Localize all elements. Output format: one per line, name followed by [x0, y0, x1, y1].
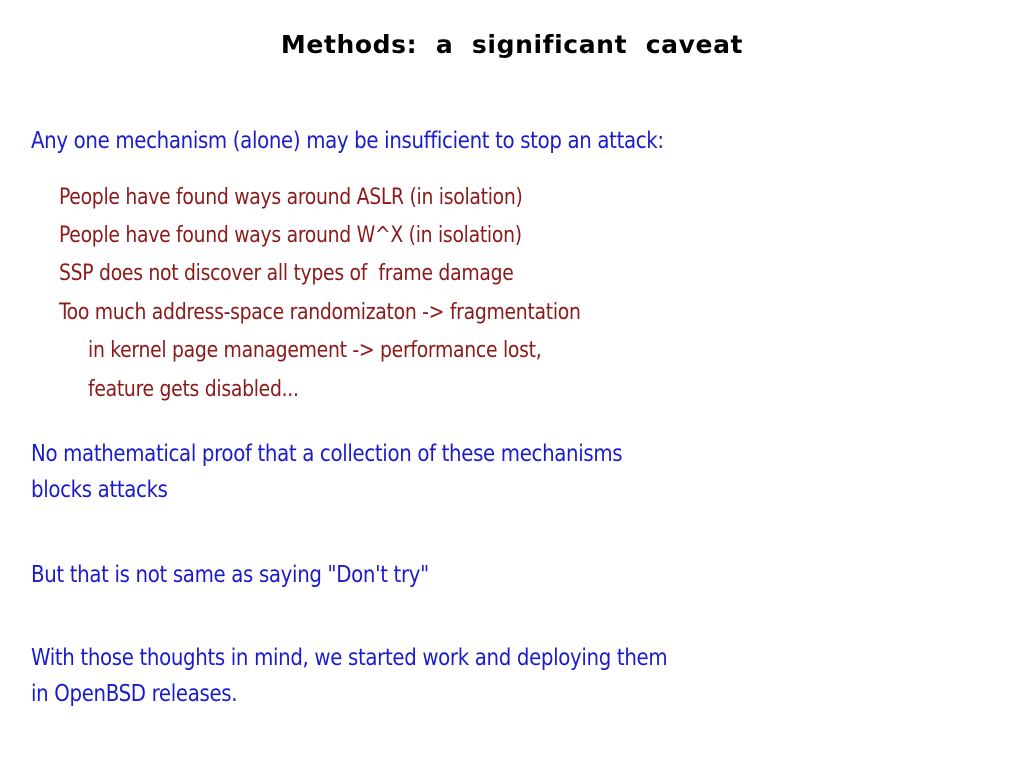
bullet-item-wxor: People have found ways around W^X (in is…	[59, 223, 522, 248]
bullet-item-randomization: Too much address-space randomizaton -> f…	[59, 300, 581, 325]
page-title: Methods: a significant caveat	[280, 30, 744, 59]
bullet-item-ssp: SSP does not discover all types of frame…	[59, 261, 514, 286]
intro-statement: Any one mechanism (alone) may be insuffi…	[31, 128, 664, 154]
bullet-item-feature-disabled: feature gets disabled...	[88, 377, 299, 402]
paragraph-no-proof-line-1: No mathematical proof that a collection …	[31, 441, 623, 467]
paragraph-openbsd-line-2: in OpenBSD releases.	[31, 681, 238, 707]
bullet-item-kernel-page-management: in kernel page management -> performance…	[88, 338, 542, 363]
paragraph-openbsd-line-1: With those thoughts in mind, we started …	[31, 645, 668, 671]
bullet-item-aslr: People have found ways around ASLR (in i…	[59, 185, 523, 210]
paragraph-no-proof-line-2: blocks attacks	[31, 477, 168, 503]
paragraph-dont-try-line-1: But that is not same as saying "Don't tr…	[31, 562, 429, 588]
